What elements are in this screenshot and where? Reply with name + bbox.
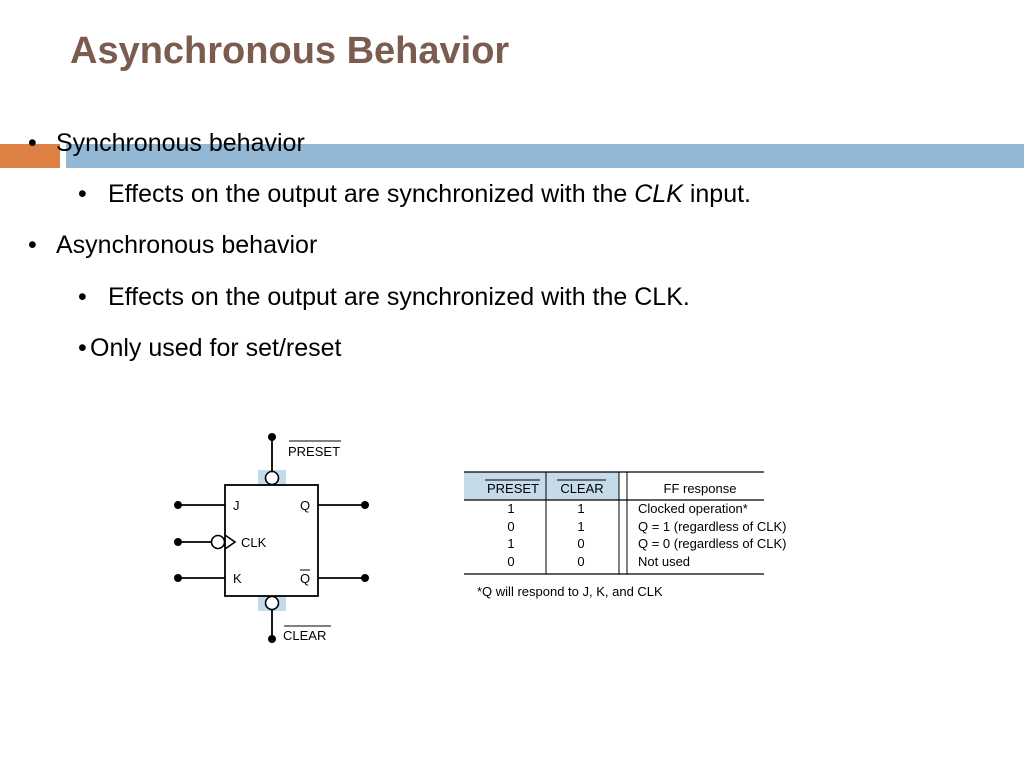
accent-bar-orange [0, 144, 60, 168]
bullet-text: Asynchronous behavior [56, 231, 318, 259]
preset-bubble [264, 470, 280, 486]
table-cell: Not used [638, 554, 690, 569]
table-cell: 1 [507, 536, 514, 551]
bullet-dot: • [28, 231, 37, 259]
clear-label: CLEAR [283, 628, 326, 643]
bullet-async-detail: • Effects on the output are synchronized … [78, 282, 690, 312]
bullet-dot: • [78, 283, 87, 311]
bullet-text-clk: CLK [634, 180, 683, 208]
bullet-text: Only used for set/reset [90, 334, 342, 362]
q-label: Q [300, 498, 310, 513]
table-header-response: FF response [664, 481, 737, 496]
table-cell: Q = 0 (regardless of CLK) [638, 536, 786, 551]
bullet-text-pre: Effects on the output are synchronized w… [108, 180, 635, 208]
table-cell: 1 [507, 501, 514, 516]
bullet-synchronous: • Synchronous behavior [28, 128, 305, 158]
bullet-set-reset: •Only used for set/reset [78, 333, 342, 363]
table-cell: 1 [577, 519, 584, 534]
q-terminal [361, 501, 369, 509]
table-footnote: *Q will respond to J, K, and CLK [477, 584, 663, 599]
slide-title: Asynchronous Behavior [70, 30, 510, 72]
preset-clear-truth-table: PRESET CLEAR FF response 1 1 Clocked ope… [464, 471, 786, 599]
preset-label: PRESET [288, 444, 340, 459]
qbar-label: Q [300, 571, 310, 586]
bullet-sync-detail: • Effects on the output are synchronized … [78, 179, 751, 209]
table-cell: Q = 1 (regardless of CLK) [638, 519, 786, 534]
table-header-highlight [464, 472, 619, 500]
clear-terminal [268, 635, 276, 643]
bullet-dot: • [78, 334, 87, 362]
table-cell: Clocked operation* [638, 501, 748, 516]
bullet-dot: • [78, 180, 87, 208]
clk-bubble [210, 534, 226, 550]
table-header-clear: CLEAR [560, 481, 603, 496]
accent-bar-blue [66, 144, 1024, 168]
table-cell: 0 [577, 536, 584, 551]
table-cell: 0 [507, 554, 514, 569]
jk-flipflop-diagram: PRESET CLEAR J CLK K Q Q [174, 433, 369, 643]
table-cell: 0 [507, 519, 514, 534]
bullet-text-post: input. [682, 180, 751, 208]
bullet-text: Effects on the output are synchronized w… [108, 283, 690, 311]
bullet-asynchronous: • Asynchronous behavior [28, 230, 317, 260]
clear-bubble [264, 595, 280, 611]
clk-triangle [224, 534, 237, 550]
k-label: K [233, 571, 242, 586]
table-header-preset: PRESET [487, 481, 539, 496]
bullet-text: Synchronous behavior [56, 129, 305, 157]
bullet-dot: • [28, 129, 37, 157]
table-cell: 0 [577, 554, 584, 569]
j-label: J [233, 498, 240, 513]
clk-label: CLK [241, 535, 267, 550]
qbar-terminal [361, 574, 369, 582]
table-cell: 1 [577, 501, 584, 516]
